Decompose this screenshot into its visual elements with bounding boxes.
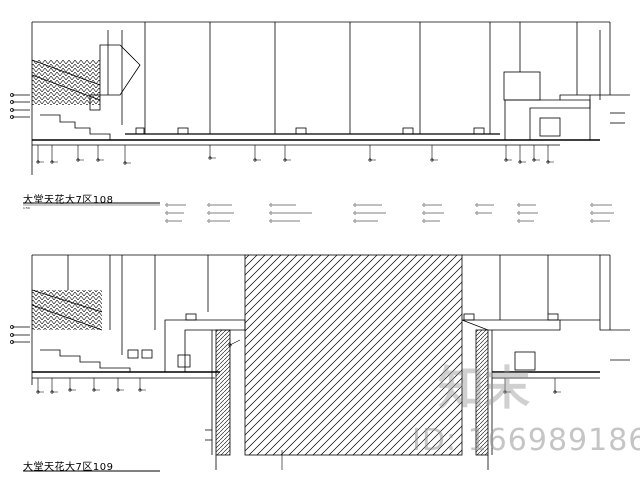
section-109-title: 大堂天花大7区109 bbox=[23, 462, 114, 473]
legend-notes bbox=[165, 203, 614, 223]
section-108-title: 大堂天花大7区108 bbox=[23, 195, 114, 206]
watermark-logo: 知末 bbox=[438, 361, 530, 415]
section-108-scale: 1:50 bbox=[23, 206, 30, 210]
section-108-drawing bbox=[10, 21, 630, 175]
section-109-drawing bbox=[10, 254, 630, 470]
watermark-id: ID: 166989186 bbox=[412, 423, 640, 458]
